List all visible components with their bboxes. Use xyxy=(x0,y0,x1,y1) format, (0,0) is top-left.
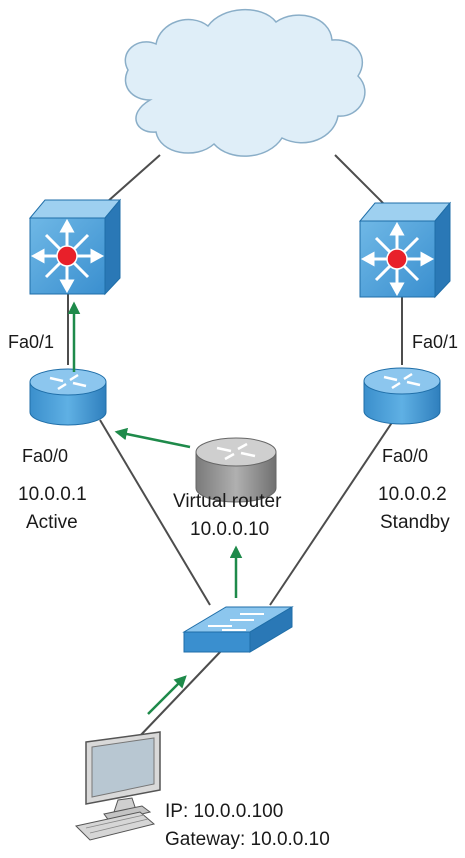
arrow-virtual-to-active-router xyxy=(114,427,191,449)
router-active[interactable] xyxy=(29,368,107,426)
arrow-pc-to-switch xyxy=(147,675,187,715)
router-standby[interactable] xyxy=(363,367,441,425)
multilayer-switch-right[interactable] xyxy=(358,201,452,299)
cloud-icon xyxy=(124,9,366,157)
pc-ip-label: IP: 10.0.0.100 xyxy=(165,801,283,822)
pc-gateway-label: Gateway: 10.0.0.10 xyxy=(165,829,330,850)
router-icon xyxy=(49,373,87,391)
desktop-pc[interactable] xyxy=(74,731,161,841)
right-router-port-up-label: Fa0/1 xyxy=(412,332,458,352)
workgroup-switch-icon xyxy=(208,613,264,631)
cable-right-router-access-switch xyxy=(269,417,396,606)
cable-left-router-access-switch xyxy=(99,419,211,606)
desktop-pc-icon xyxy=(74,731,161,841)
left-router-role-label: Active xyxy=(26,512,78,533)
left-router-port-down-label: Fa0/0 xyxy=(22,446,68,466)
virtual-router-name-label: Virtual router xyxy=(173,491,282,512)
virtual-router-icon xyxy=(216,442,256,461)
cable-access-switch-pc xyxy=(137,649,223,739)
traffic-arrows xyxy=(67,301,243,715)
virtual-router-ip-label: 10.0.0.10 xyxy=(190,519,269,540)
virtual-router[interactable] xyxy=(195,437,277,503)
labels: Fa0/1 Fa0/1 Fa0/0 Fa0/0 10.0.0.1 Active … xyxy=(8,332,458,850)
router-icon xyxy=(383,372,421,390)
workgroup-switch[interactable] xyxy=(182,606,294,653)
right-router-ip-label: 10.0.0.2 xyxy=(378,484,447,505)
right-router-port-down-label: Fa0/0 xyxy=(382,446,428,466)
right-router-role-label: Standby xyxy=(380,512,450,533)
left-router-port-up-label: Fa0/1 xyxy=(8,332,54,352)
multilayer-switch-left[interactable] xyxy=(28,198,122,296)
left-router-ip-label: 10.0.0.1 xyxy=(18,484,87,505)
